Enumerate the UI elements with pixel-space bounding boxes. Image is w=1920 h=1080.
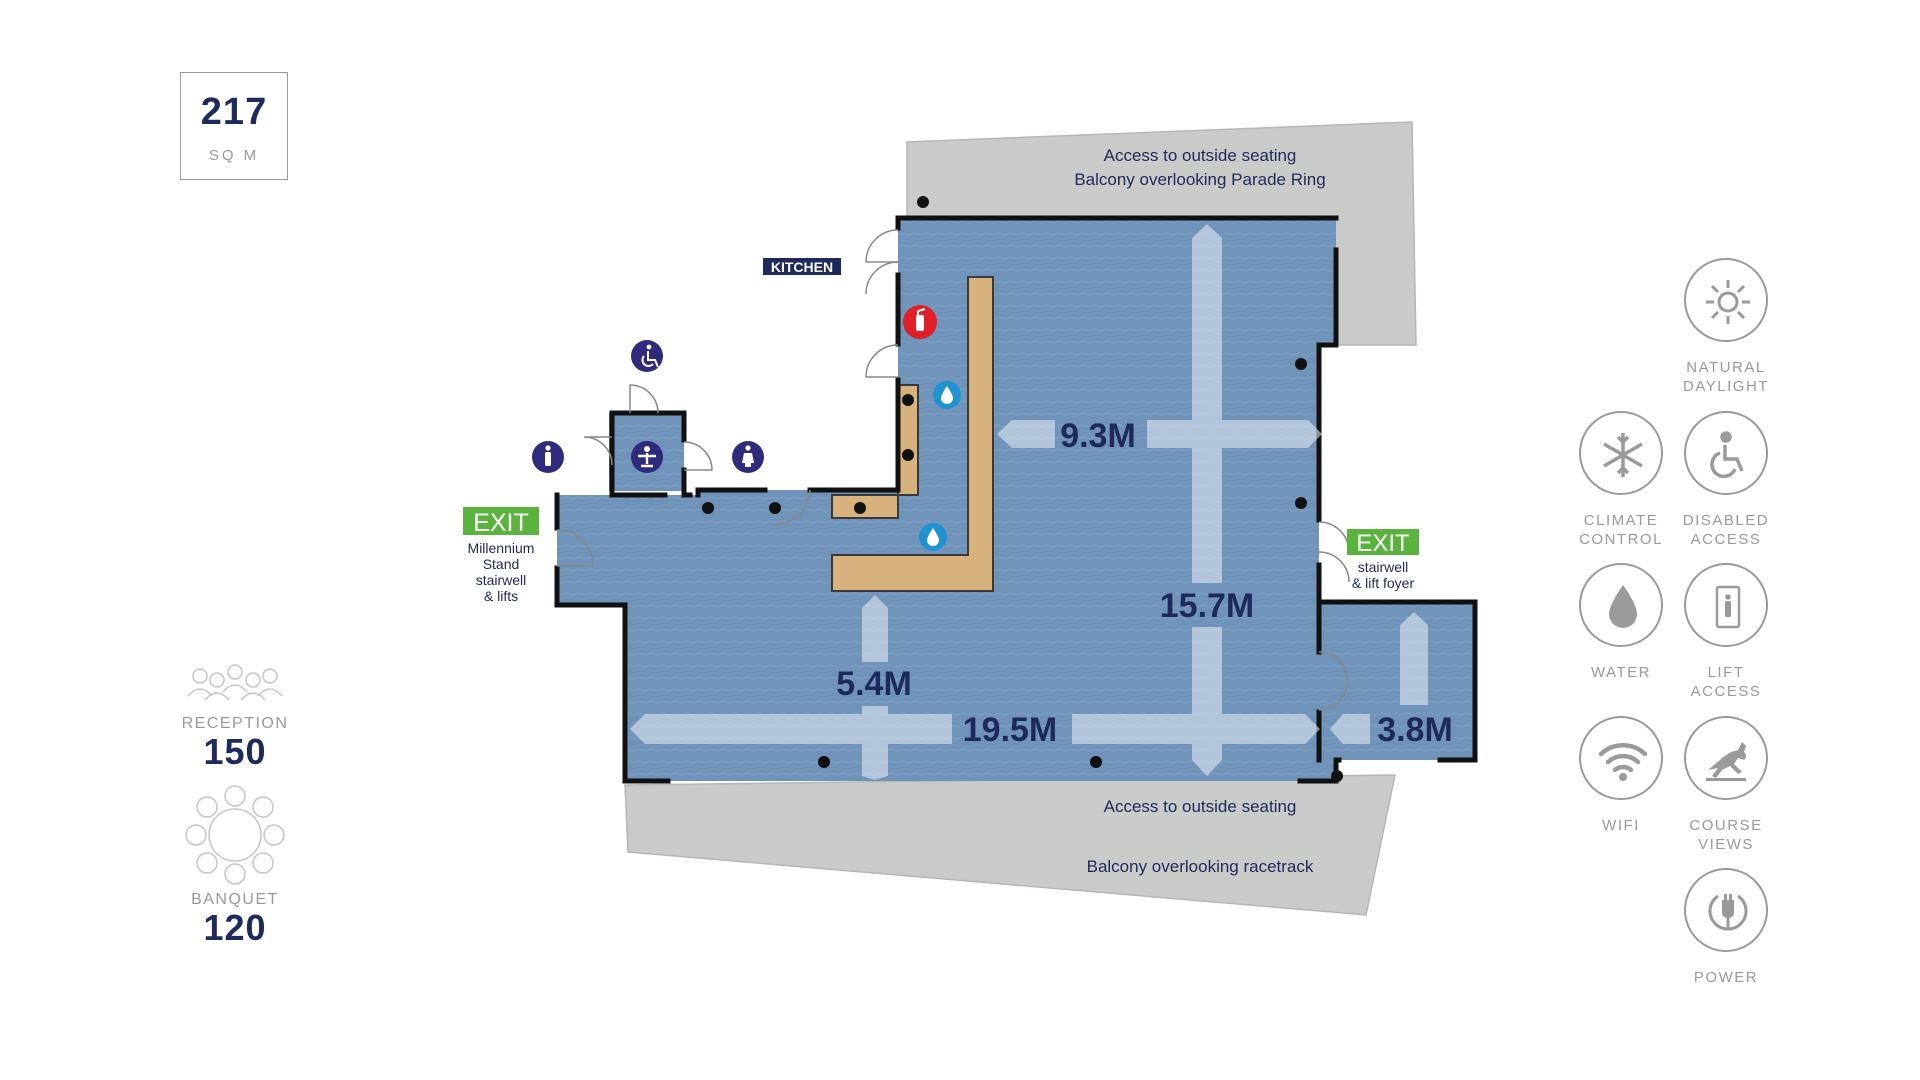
power-socket-icon — [902, 394, 914, 406]
bar-counter — [831, 276, 994, 592]
feature-label: LIFT — [1707, 664, 1745, 681]
toilet-female-icon — [732, 441, 764, 473]
exit-left-label: EXIT — [473, 509, 529, 537]
fire-extinguisher-icon — [903, 305, 937, 339]
wheelchair-icon — [1684, 411, 1768, 495]
kitchen-label: KITCHEN — [771, 259, 833, 275]
feature-course-views: COURSE VIEWS — [1676, 716, 1776, 854]
reception-people-icon — [187, 664, 283, 701]
exit-sign-left — [463, 507, 539, 535]
exit-right-note-2: & lift foyer — [1352, 575, 1415, 591]
feature-climate-control: CLIMATE CONTROL — [1571, 411, 1671, 549]
feature-label: CONTROL — [1579, 531, 1663, 548]
area-value: 217 — [200, 91, 268, 133]
exit-right-note-1: stairwell — [1358, 559, 1409, 575]
feature-power: POWER — [1676, 868, 1776, 987]
bottom-access-label: Access to outside seating — [1104, 797, 1297, 816]
dimension-depth-left: 5.4M — [836, 665, 912, 703]
exit-sign-right — [1347, 529, 1419, 555]
dimension-side-room: 3.8M — [1377, 711, 1453, 749]
baby-change-icon — [631, 441, 663, 473]
power-socket-icon — [917, 196, 929, 208]
toilet-male-icon — [532, 441, 564, 473]
kitchen-tag — [763, 258, 841, 275]
feature-label: DISABLED — [1682, 512, 1770, 529]
wifi-icon — [1579, 716, 1663, 800]
dimension-depth-main: 15.7M — [1160, 587, 1255, 625]
feature-label: POWER — [1693, 969, 1759, 986]
reception-label: RECEPTION — [181, 715, 289, 732]
area-unit: SQ M — [208, 147, 260, 164]
sun-icon — [1684, 258, 1768, 342]
feature-lift-access: LIFT ACCESS — [1676, 563, 1776, 701]
water-drop-icon — [1579, 563, 1663, 647]
banquet-table-icon — [185, 785, 285, 885]
dimension-width-main: 19.5M — [963, 711, 1058, 749]
feature-label: CLIMATE — [1583, 512, 1659, 529]
feature-label: ACCESS — [1690, 683, 1762, 700]
power-plug-icon — [1684, 868, 1768, 952]
feature-label: NATURAL — [1686, 359, 1766, 376]
feature-wifi: WIFI — [1571, 716, 1671, 835]
reception-value: 150 — [203, 731, 267, 772]
power-socket-icon — [1295, 358, 1307, 370]
wheelchair-toilet-icon — [631, 340, 663, 372]
feature-label: COURSE — [1689, 817, 1763, 834]
feature-label: WIFI — [1602, 817, 1640, 834]
power-socket-icon — [1295, 497, 1307, 509]
power-socket-icon — [1331, 770, 1343, 782]
main-room-floor — [557, 218, 1477, 781]
horse-jumping-icon — [1684, 716, 1768, 800]
exit-left-note-4: & lifts — [484, 588, 518, 604]
exit-left-note-1: Millennium — [468, 540, 535, 556]
top-balcony-label: Balcony overlooking Parade Ring — [1074, 170, 1325, 189]
bottom-balcony-label: Balcony overlooking racetrack — [1087, 857, 1314, 876]
power-socket-icon — [818, 756, 830, 768]
power-socket-icon — [702, 502, 714, 514]
feature-label: ACCESS — [1690, 531, 1762, 548]
feature-natural-daylight: NATURAL DAYLIGHT — [1676, 258, 1776, 396]
lift-icon — [1684, 563, 1768, 647]
dimension-width-top: 9.3M — [1060, 417, 1136, 455]
feature-label: DAYLIGHT — [1683, 378, 1769, 395]
feature-label: VIEWS — [1698, 836, 1754, 853]
top-access-label: Access to outside seating — [1104, 146, 1297, 165]
capacity-reception: RECEPTION 150 — [155, 662, 315, 771]
area-box: 217 SQ M — [180, 72, 288, 180]
power-socket-icon — [902, 449, 914, 461]
banquet-value: 120 — [203, 907, 267, 948]
exit-left-note-2: Stand — [483, 556, 520, 572]
door-swings — [556, 229, 1350, 711]
balcony-racetrack — [624, 774, 1396, 916]
banquet-label: BANQUET — [191, 891, 279, 908]
feature-water: WATER — [1571, 563, 1671, 682]
feature-disabled-access: DISABLED ACCESS — [1676, 411, 1776, 549]
capacity-banquet: BANQUET 120 — [155, 780, 315, 947]
arrow-vertical-main — [1192, 224, 1222, 776]
power-socket-icon — [769, 502, 781, 514]
feature-label: WATER — [1591, 664, 1651, 681]
arrow-horizontal-top — [997, 420, 1322, 448]
power-socket-icon — [854, 502, 866, 514]
water-point-icon — [933, 381, 961, 409]
power-sockets — [702, 196, 1343, 782]
water-point-icon — [919, 523, 947, 551]
power-socket-icon — [1090, 756, 1102, 768]
exit-right-label: EXIT — [1356, 530, 1410, 557]
exit-left-note-3: stairwell — [476, 572, 527, 588]
snowflake-icon — [1579, 411, 1663, 495]
